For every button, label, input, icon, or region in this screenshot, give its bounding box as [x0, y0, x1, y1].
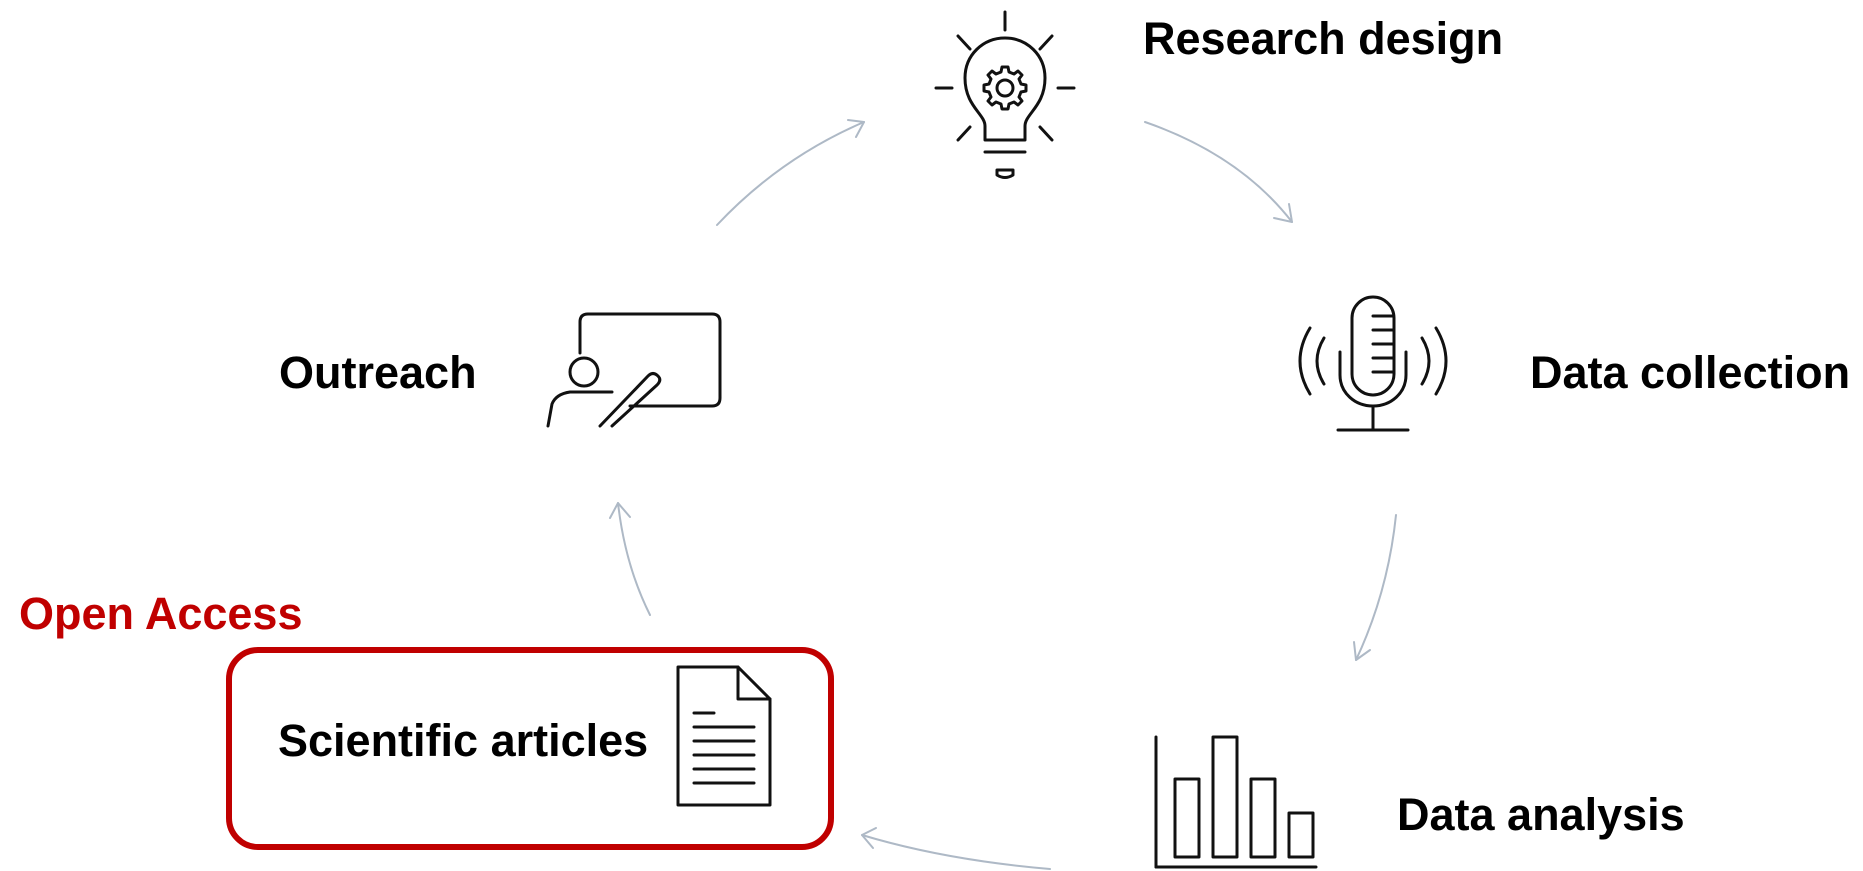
arrow-collection-to-analysis	[1353, 514, 1397, 661]
bar-chart-icon	[1154, 735, 1318, 869]
arrow-design-to-collection	[1144, 121, 1293, 223]
arrow-outreach-to-design	[716, 119, 865, 226]
step-label-data-analysis: Data analysis	[1397, 789, 1685, 840]
microphone-icon	[1298, 295, 1448, 432]
step-label-data-collection: Data collection	[1530, 347, 1851, 398]
document-icon	[676, 665, 772, 807]
presentation-icon	[546, 312, 722, 428]
lightbulb-gear-icon	[934, 10, 1076, 179]
arrow-analysis-to-articles	[861, 827, 1051, 870]
open-access-highlight-box	[226, 647, 834, 850]
step-label-scientific-articles: Scientific articles	[278, 715, 649, 766]
step-label-research-design: Research design	[1143, 13, 1504, 64]
arrow-articles-to-outreach	[609, 502, 651, 616]
step-label-outreach: Outreach	[279, 347, 477, 398]
open-access-label: Open Access	[19, 588, 303, 639]
